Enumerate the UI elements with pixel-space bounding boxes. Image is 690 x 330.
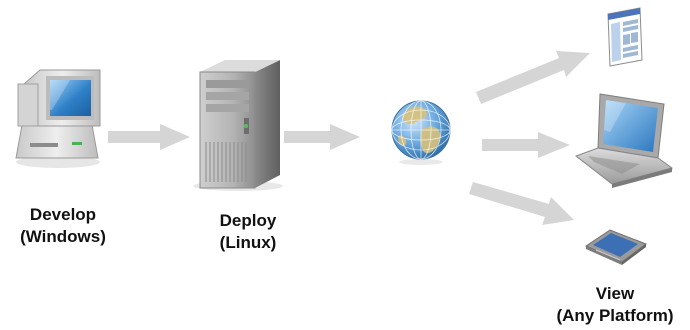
view-label: View (Any Platform) bbox=[545, 283, 685, 327]
globe-icon bbox=[391, 100, 451, 165]
desktop-computer-icon bbox=[15, 69, 101, 168]
develop-title: Develop bbox=[29, 205, 97, 224]
view-platform: (Any Platform) bbox=[556, 306, 674, 325]
arrow-develop-to-deploy bbox=[108, 124, 190, 150]
arrow-internet-to-laptop bbox=[482, 132, 570, 158]
tablet-icon bbox=[584, 229, 648, 265]
web-page-icon bbox=[607, 7, 643, 67]
server-tower-icon bbox=[193, 60, 283, 191]
laptop-icon bbox=[574, 93, 674, 188]
arrow-internet-to-tablet bbox=[469, 182, 574, 225]
arrow-deploy-to-internet bbox=[284, 124, 360, 150]
develop-platform: (Windows) bbox=[20, 227, 106, 246]
develop-label: Develop (Windows) bbox=[8, 204, 118, 248]
deploy-platform: (Linux) bbox=[219, 233, 277, 252]
view-title: View bbox=[595, 284, 635, 303]
deploy-title: Deploy bbox=[219, 211, 277, 230]
deploy-label: Deploy (Linux) bbox=[193, 210, 303, 254]
arrow-internet-to-web-page bbox=[476, 51, 590, 104]
